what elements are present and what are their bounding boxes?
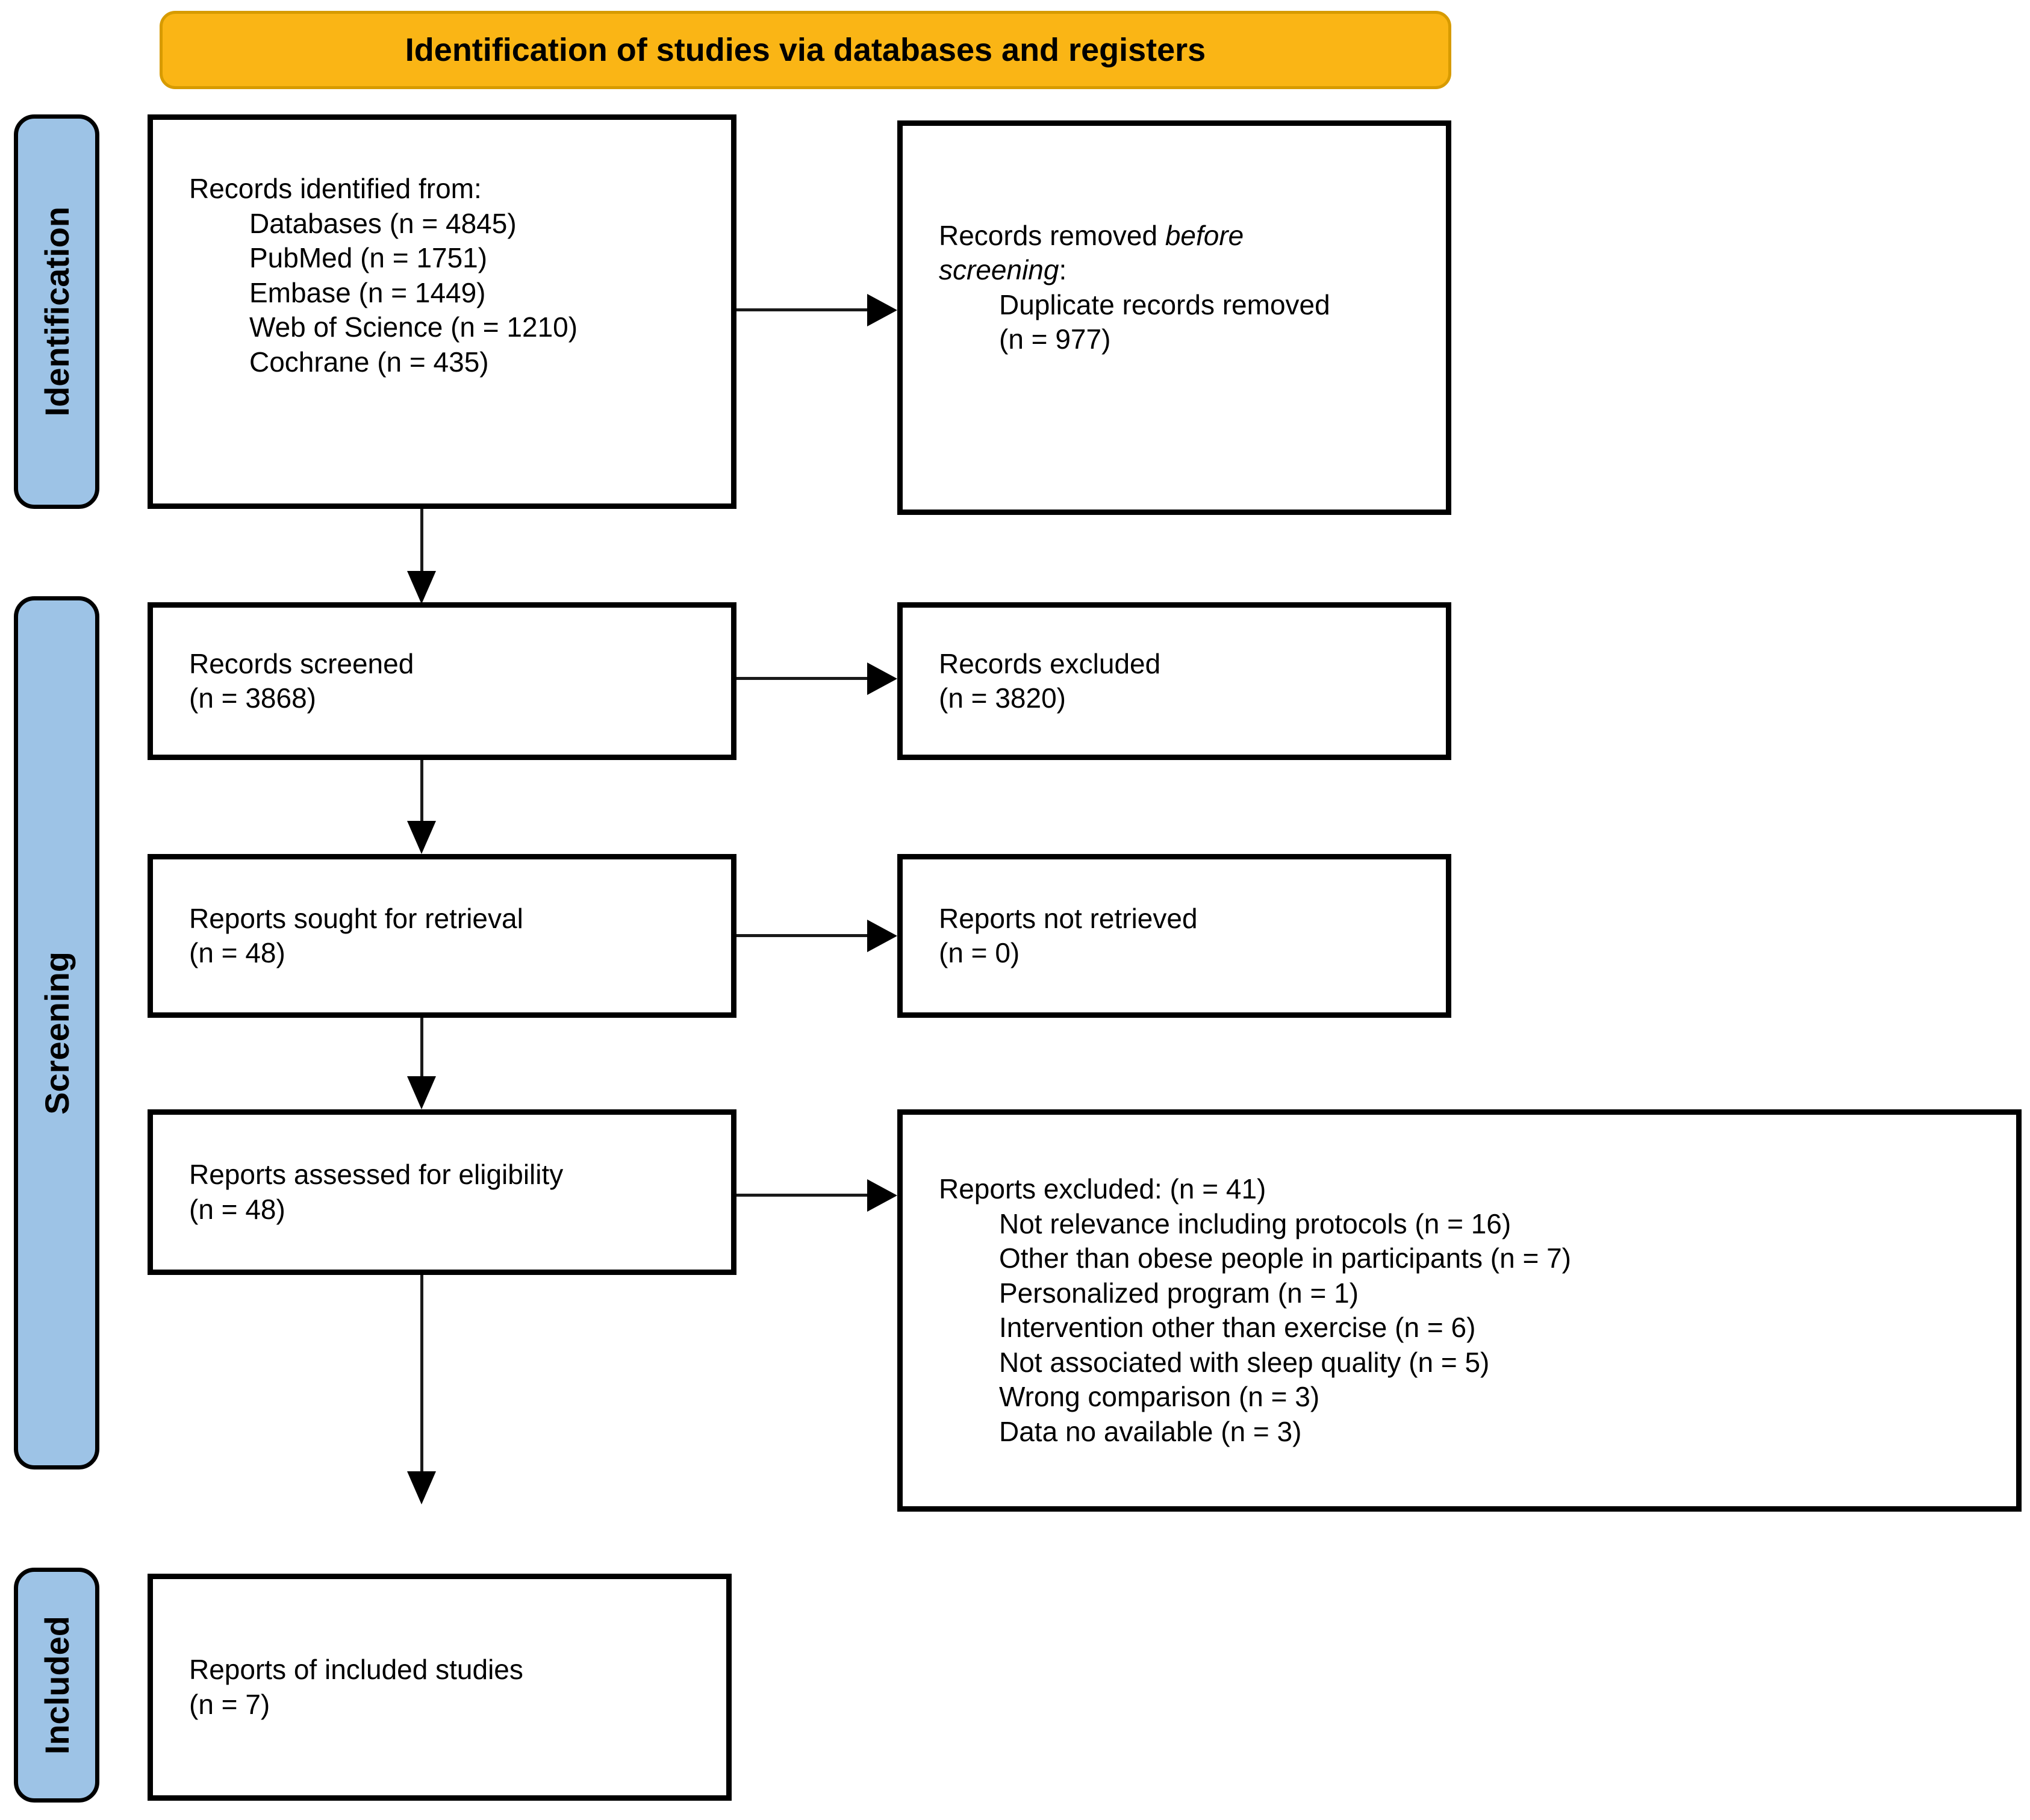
records-removed-line2-italic: screening [939, 254, 1059, 285]
records-screened-count: (n = 3868) [189, 682, 316, 714]
box-records-identified: Records identified from: Databases (n = … [148, 114, 736, 509]
records-identified-item: Embase (n = 1449) [249, 276, 486, 308]
records-identified-heading: Records identified from: [189, 173, 482, 204]
records-removed-item-line2: (n = 977) [999, 323, 1111, 355]
box-reports-excluded: Reports excluded: (n = 41) Not relevance… [897, 1109, 2022, 1512]
arrow-line-assessed-to-included [420, 1275, 423, 1474]
reports-excluded-item: Not relevance including protocols (n = 1… [999, 1208, 1512, 1239]
records-identified-item: Databases (n = 4845) [249, 207, 517, 239]
arrowhead-assessed-to-included [407, 1471, 436, 1504]
arrowhead-identified-to-removed [867, 294, 897, 326]
records-removed-item-line1: Duplicate records removed [999, 288, 1330, 320]
included-studies-label: Reports of included studies [189, 1654, 523, 1685]
records-excluded-label: Records excluded [939, 647, 1161, 679]
arrowhead-screened-to-excluded [867, 662, 897, 695]
box-reports-assessed: Reports assessed for eligibility (n = 48… [148, 1109, 736, 1275]
reports-sought-label: Reports sought for retrieval [189, 902, 523, 934]
reports-sought-count: (n = 48) [189, 937, 285, 968]
stage-label-identification-text: Identification [37, 207, 76, 417]
stage-label-identification: Identification [14, 114, 99, 509]
records-excluded-count: (n = 3820) [939, 682, 1066, 714]
arrow-line-sought-to-assessed [420, 1018, 423, 1079]
records-removed-line1-italic: before [1165, 219, 1244, 251]
records-screened-label: Records screened [189, 647, 414, 679]
arrowhead-screened-to-sought [407, 821, 436, 854]
reports-not-retrieved-count: (n = 0) [939, 937, 1020, 968]
records-removed-line2-normal: : [1059, 254, 1067, 285]
records-identified-item: PubMed (n = 1751) [249, 242, 488, 273]
banner-title-box: Identification of studies via databases … [160, 11, 1451, 89]
stage-label-screening-text: Screening [37, 951, 76, 1115]
records-removed-line1: Records removed before [939, 219, 1428, 254]
included-studies-count: (n = 7) [189, 1688, 270, 1720]
records-identified-item: Web of Science (n = 1210) [249, 311, 578, 343]
reports-not-retrieved-label: Reports not retrieved [939, 902, 1198, 934]
arrow-line-identified-to-removed [736, 308, 870, 311]
arrow-line-identified-to-screened [420, 509, 423, 575]
reports-excluded-item: Wrong comparison (n = 3) [999, 1381, 1320, 1412]
box-reports-not-retrieved: Reports not retrieved (n = 0) [897, 854, 1451, 1018]
arrowhead-assessed-to-reportsexcluded [867, 1179, 897, 1212]
reports-excluded-item: Intervention other than exercise (n = 6) [999, 1312, 1476, 1343]
records-identified-item: Cochrane (n = 435) [249, 346, 489, 378]
box-records-excluded: Records excluded (n = 3820) [897, 602, 1451, 760]
box-records-screened: Records screened (n = 3868) [148, 602, 736, 760]
reports-excluded-item: Other than obese people in participants … [999, 1242, 1571, 1274]
records-removed-line2: screening: [939, 253, 1428, 288]
arrowhead-sought-to-notretrieved [867, 920, 897, 952]
arrow-line-screened-to-sought [420, 760, 423, 825]
arrow-line-screened-to-excluded [736, 677, 870, 680]
records-removed-line1-normal: Records removed [939, 219, 1165, 251]
stage-label-included-text: Included [37, 1615, 76, 1755]
banner-title: Identification of studies via databases … [405, 32, 1206, 68]
reports-assessed-label: Reports assessed for eligibility [189, 1159, 564, 1190]
arrowhead-sought-to-assessed [407, 1076, 436, 1109]
reports-excluded-item: Not associated with sleep quality (n = 5… [999, 1346, 1490, 1378]
box-included-studies: Reports of included studies (n = 7) [148, 1574, 732, 1801]
box-records-removed: Records removed before screening: Duplic… [897, 120, 1451, 515]
reports-excluded-heading: Reports excluded: (n = 41) [939, 1173, 1266, 1205]
reports-excluded-item: Personalized program (n = 1) [999, 1277, 1359, 1309]
stage-label-included: Included [14, 1568, 99, 1803]
arrow-line-assessed-to-reportsexcluded [736, 1194, 870, 1197]
arrow-line-sought-to-notretrieved [736, 934, 870, 937]
arrowhead-identified-to-screened [407, 571, 436, 604]
reports-assessed-count: (n = 48) [189, 1193, 285, 1225]
box-reports-sought: Reports sought for retrieval (n = 48) [148, 854, 736, 1018]
stage-label-screening: Screening [14, 596, 99, 1469]
reports-excluded-item: Data no available (n = 3) [999, 1415, 1302, 1447]
